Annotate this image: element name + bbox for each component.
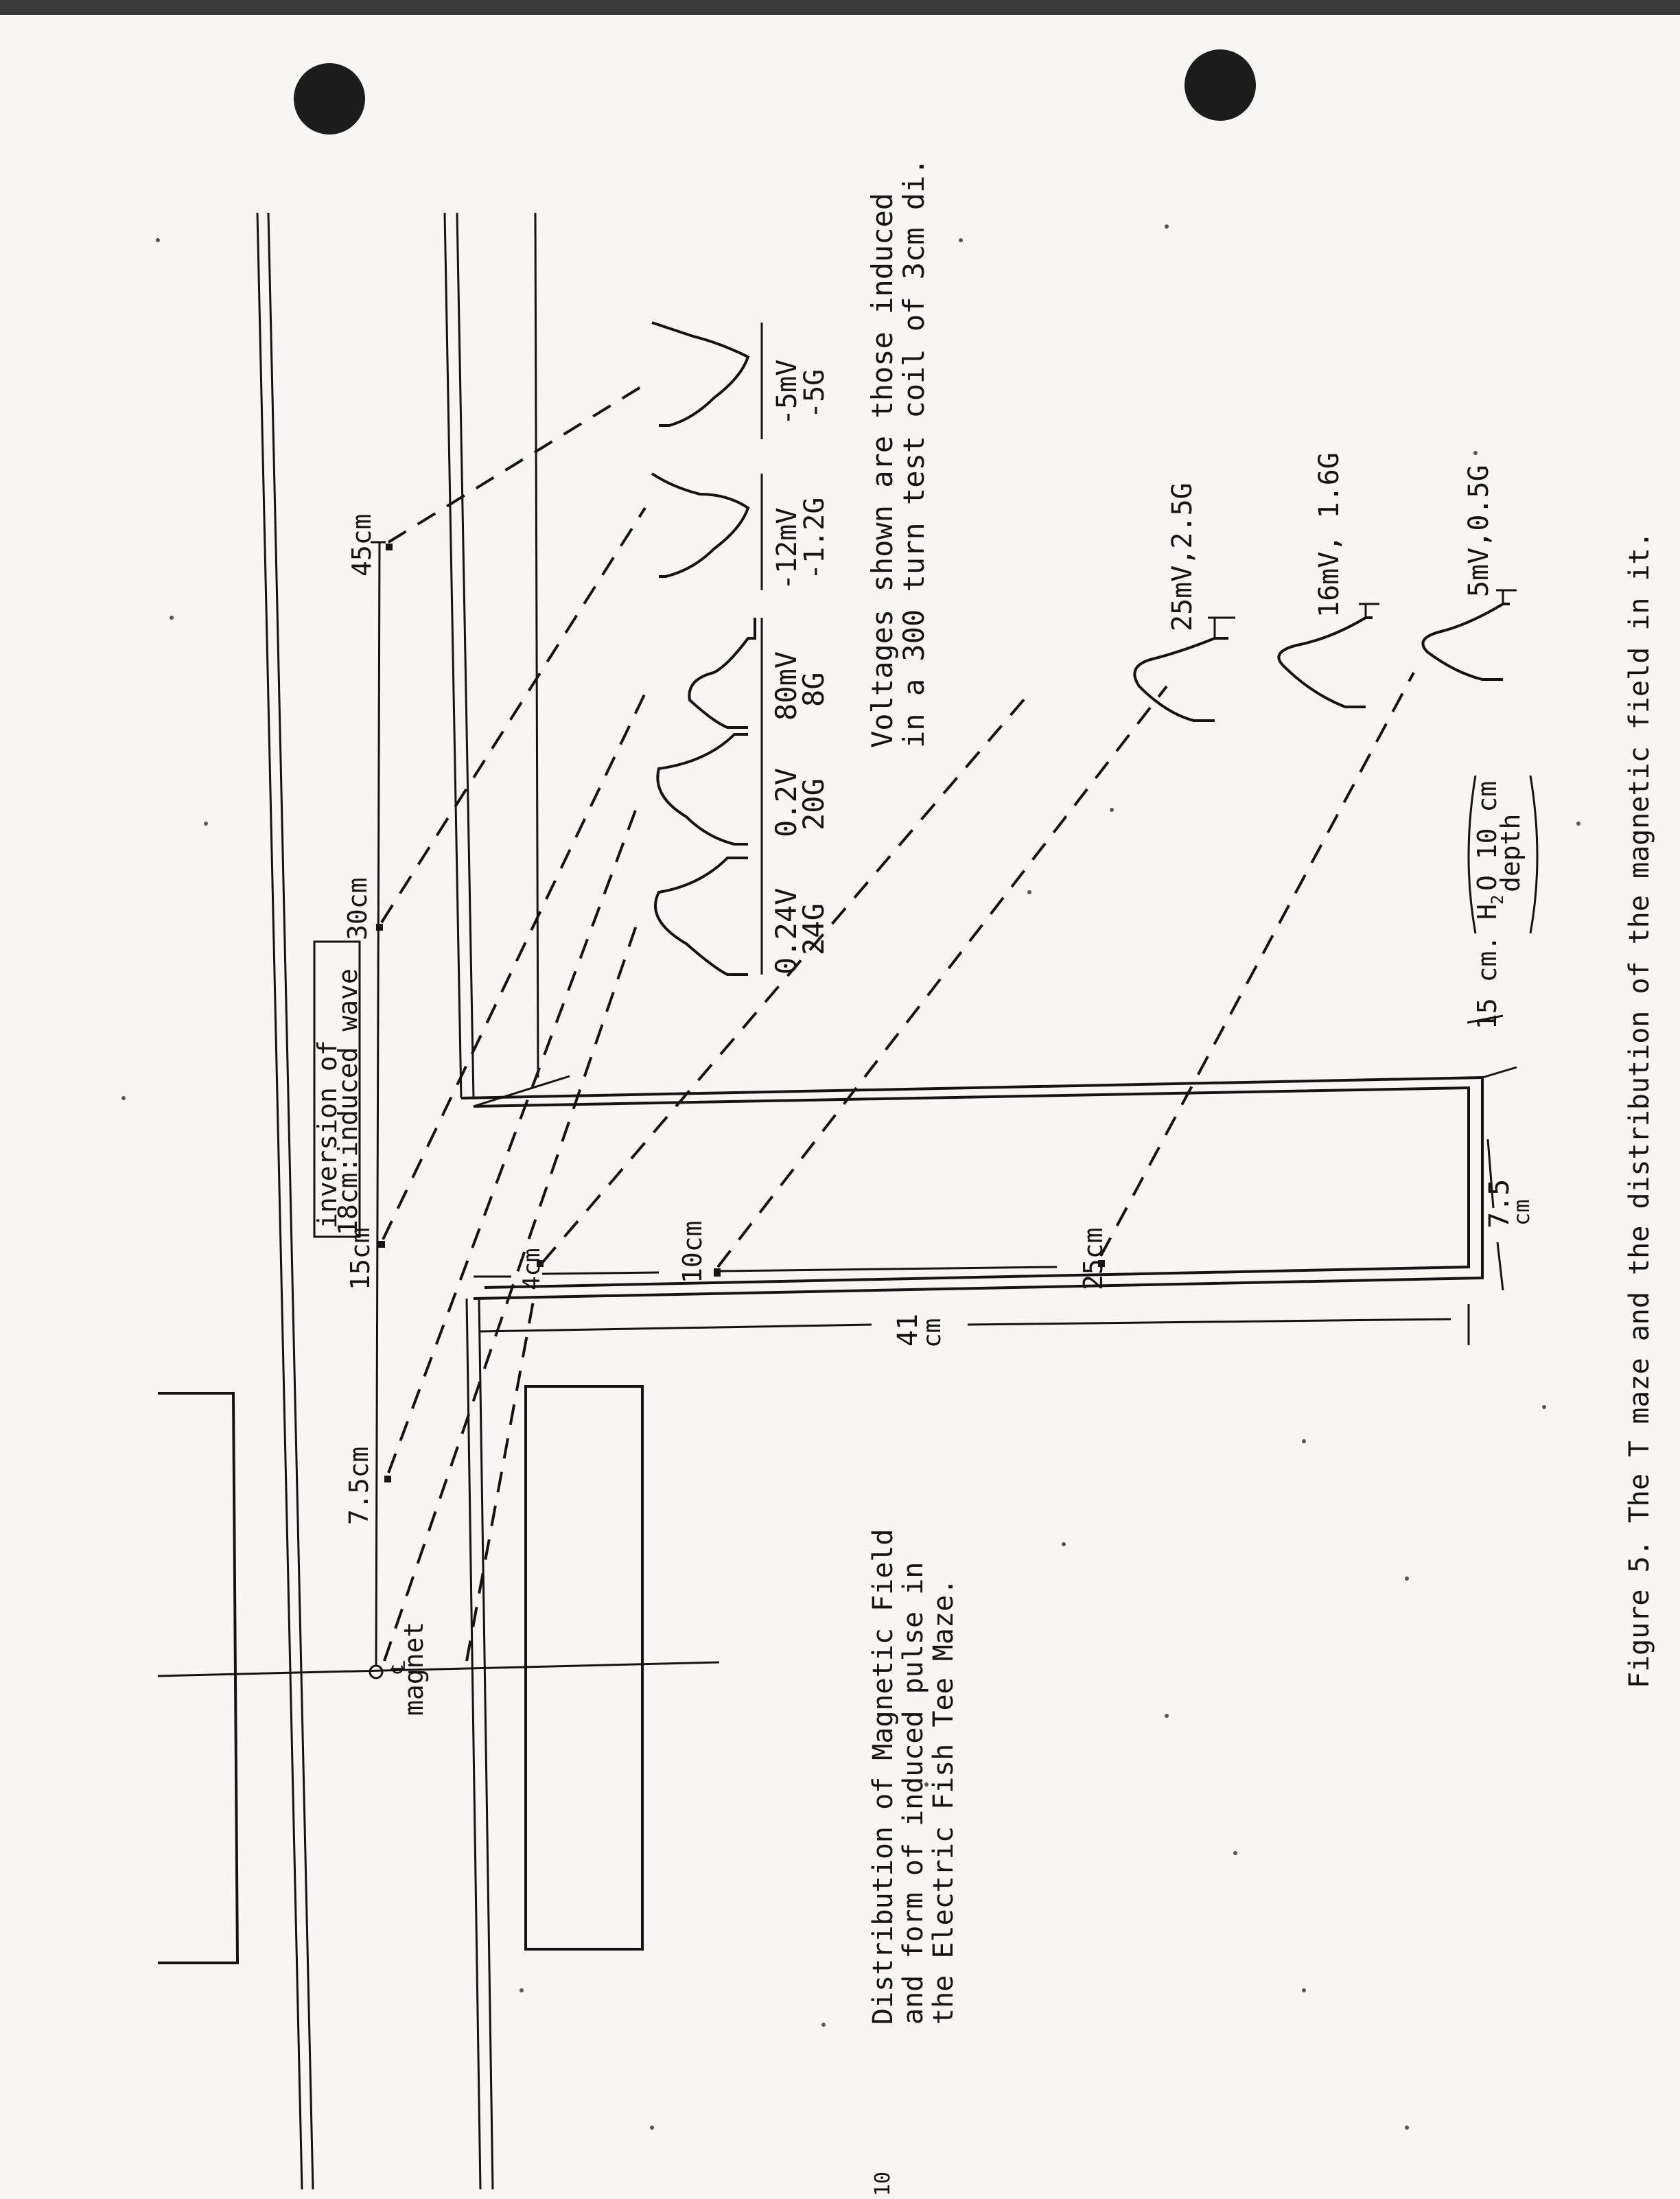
- leader-30-to-pulse4: [380, 507, 646, 924]
- punch-hole-left: [294, 63, 365, 135]
- pulse-top-1-voltage: 0.24V: [769, 888, 803, 975]
- centerline-symbol: ℄: [387, 1661, 410, 1674]
- t-end-corner: [1482, 1066, 1517, 1079]
- label-30cm: 30cm: [342, 877, 373, 940]
- stem-dim-10-25: [720, 1266, 1058, 1272]
- outer-wall-line-1: [256, 212, 303, 2190]
- magnet-center-mark: [369, 1664, 384, 1679]
- leader-25-to-arm3: [1099, 672, 1415, 1257]
- leader-extra: [465, 1290, 537, 1662]
- pulse-top-5-field: -5G: [799, 369, 830, 419]
- maze-wall-line-4: [478, 1298, 494, 2190]
- pulse-top-2-field: 20G: [797, 778, 830, 830]
- dim-41-left: [478, 1323, 872, 1333]
- pulse-arm-3-label: 5mV,0.5G: [1463, 465, 1495, 597]
- label-7-5cm: 7.5cm: [344, 1447, 374, 1525]
- voltage-note-line2: in a 300 turn test coil of 3cm di.: [897, 158, 931, 748]
- label-41: 41: [892, 1314, 924, 1347]
- pulse-top-4-field: -1.2G: [799, 498, 830, 580]
- label-25cm: 25cm: [1078, 1227, 1108, 1290]
- label-10cm: 10cm: [677, 1220, 708, 1283]
- outer-wall-line-2: [267, 212, 314, 2190]
- dim-41-right: [967, 1318, 1451, 1326]
- inversion-note-line2: 18cm:induced wave: [333, 968, 363, 1235]
- figure-title-line1: Distribution of Magnetic Field: [867, 1529, 899, 2025]
- label-7-5b-unit: cm: [1508, 1199, 1535, 1226]
- measure-axis: [375, 542, 381, 1666]
- pulse-arm-2: 16mV, 1.6G: [1277, 452, 1379, 708]
- water-paren-close: [1529, 775, 1539, 934]
- point-45: [386, 544, 393, 550]
- dashed-leaders: [380, 383, 1415, 1662]
- side-box: [524, 1385, 644, 1951]
- figure-title-line2: and form of induced pulse in: [898, 1562, 929, 2025]
- pulse-top-1: 0.24V 24G: [654, 844, 830, 976]
- left-bracket: [158, 1392, 240, 1964]
- pulse-top-4-voltage: -12mV: [771, 508, 803, 590]
- label-15cm-b: 15 cm.: [1472, 935, 1502, 1029]
- leader-15-to-pulse3: [382, 693, 646, 1240]
- pulse-arm-1-label: 25mV,2.5G: [1167, 482, 1198, 631]
- pulse-top-5-voltage: -5mV: [771, 360, 803, 426]
- pulse-arm-2-label: 16mV, 1.6G: [1314, 452, 1345, 618]
- centerline-horizontal: [157, 1661, 720, 1677]
- maze-wall-line-1: [443, 212, 463, 1099]
- pulse-top-4: -12mV -1.2G: [651, 472, 830, 590]
- t-corner-line: [473, 1075, 570, 1108]
- maze-wall-line-3: [465, 1298, 482, 2190]
- leader-magnet-to-pulse1: [383, 919, 640, 1662]
- punch-hole-right: [1185, 49, 1256, 121]
- dim-7-5b-bottom: [1496, 1242, 1504, 1291]
- pulse-top-5: -5mV -5G: [651, 321, 830, 439]
- pulse-top-3-voltage: 80mV: [769, 651, 803, 721]
- label-45cm: 45cm: [347, 513, 377, 577]
- scan-edge-band: [0, 0, 1680, 15]
- dim-7-5b-top: [1486, 1139, 1495, 1209]
- leader-10-to-arm2: [716, 685, 1168, 1268]
- water-note-sub: 2: [1488, 895, 1507, 905]
- pulse-top-2: 0.2V 20G: [656, 728, 830, 846]
- t-arm-inner: [473, 1086, 1470, 1289]
- pulse-arm-3: 5mV,0.5G: [1421, 465, 1517, 681]
- voltage-note-line1: Voltages shown are those induced: [865, 193, 899, 748]
- magnet-label: magnet: [399, 1622, 429, 1716]
- inversion-note-box: [313, 940, 361, 1238]
- pulse-top-3-field: 8G: [797, 672, 830, 707]
- t-arm-outer: [460, 1075, 1484, 1300]
- dim-15b: [1467, 1014, 1504, 1024]
- pulse-top-2-voltage: 0.2V: [769, 768, 803, 837]
- point-30: [376, 924, 383, 931]
- label-7-5b: 7.5: [1484, 1179, 1515, 1229]
- figure-caption: Figure 5. The T maze and the distributio…: [1624, 531, 1655, 1688]
- point-7-5: [384, 1476, 391, 1482]
- label-41-unit: cm: [918, 1318, 946, 1348]
- figure-title-line3: the Electric Fish Tee Maze.: [928, 1579, 959, 2025]
- pulse-arm-1: 25mV,2.5G: [1133, 482, 1235, 722]
- inversion-note-line1: inversion of: [312, 1040, 342, 1229]
- page-number: 10: [871, 2172, 895, 2196]
- pulse-top-3: 80mV 8G: [688, 618, 830, 729]
- leader-7-5-to-pulse2: [387, 802, 640, 1474]
- leader-4-to-arm1: [541, 692, 1031, 1264]
- water-note-depth-value: O 10 cm: [1472, 781, 1502, 891]
- leader-45-to-pulse5: [387, 383, 646, 544]
- label-15cm: 15cm: [345, 1227, 375, 1290]
- point-4: [537, 1260, 544, 1267]
- point-15: [378, 1241, 385, 1248]
- water-note-depth: depth: [1495, 814, 1526, 892]
- point-10: [714, 1268, 721, 1277]
- inner-wall-line: [534, 212, 539, 1078]
- maze-wall-line-2: [456, 212, 475, 1099]
- water-paren-open: [1467, 775, 1477, 934]
- scan-specks: [121, 224, 1580, 2130]
- stem-dim-4-10: [541, 1271, 660, 1275]
- water-note-h: H: [1472, 904, 1502, 920]
- point-25: [1098, 1260, 1105, 1267]
